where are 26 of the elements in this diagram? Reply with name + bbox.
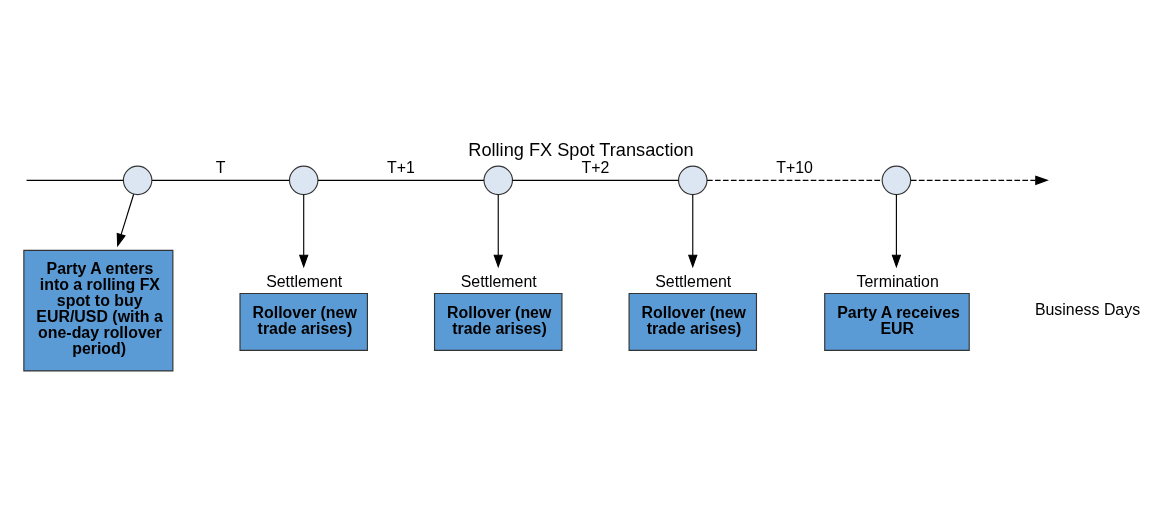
connector — [151, 179, 290, 181]
edge-label: T — [215, 158, 226, 176]
connector — [706, 179, 883, 181]
node-circle — [483, 165, 514, 196]
node-label: Settlement — [266, 272, 343, 290]
diagram-title: Rolling FX Spot Transaction — [468, 139, 694, 160]
node-circle — [881, 165, 912, 196]
node-circle — [677, 165, 708, 196]
node-label: Settlement — [460, 272, 537, 290]
edge-label: T+2 — [581, 158, 610, 176]
connector — [511, 179, 680, 181]
arrow — [298, 194, 309, 269]
node-label: Settlement — [655, 272, 732, 290]
node-label: Termination — [856, 272, 939, 290]
node-circle — [122, 165, 153, 196]
edge-label: T+1 — [387, 158, 415, 176]
edge-label: T+10 — [776, 158, 813, 176]
arrow — [688, 194, 698, 269]
connector — [317, 179, 485, 181]
arrow — [910, 175, 1049, 186]
connector — [26, 179, 124, 181]
node-circle — [288, 165, 319, 196]
arrow — [493, 194, 504, 269]
arrow — [891, 194, 902, 269]
arrow — [116, 193, 135, 248]
label: Business Days — [1034, 300, 1141, 318]
